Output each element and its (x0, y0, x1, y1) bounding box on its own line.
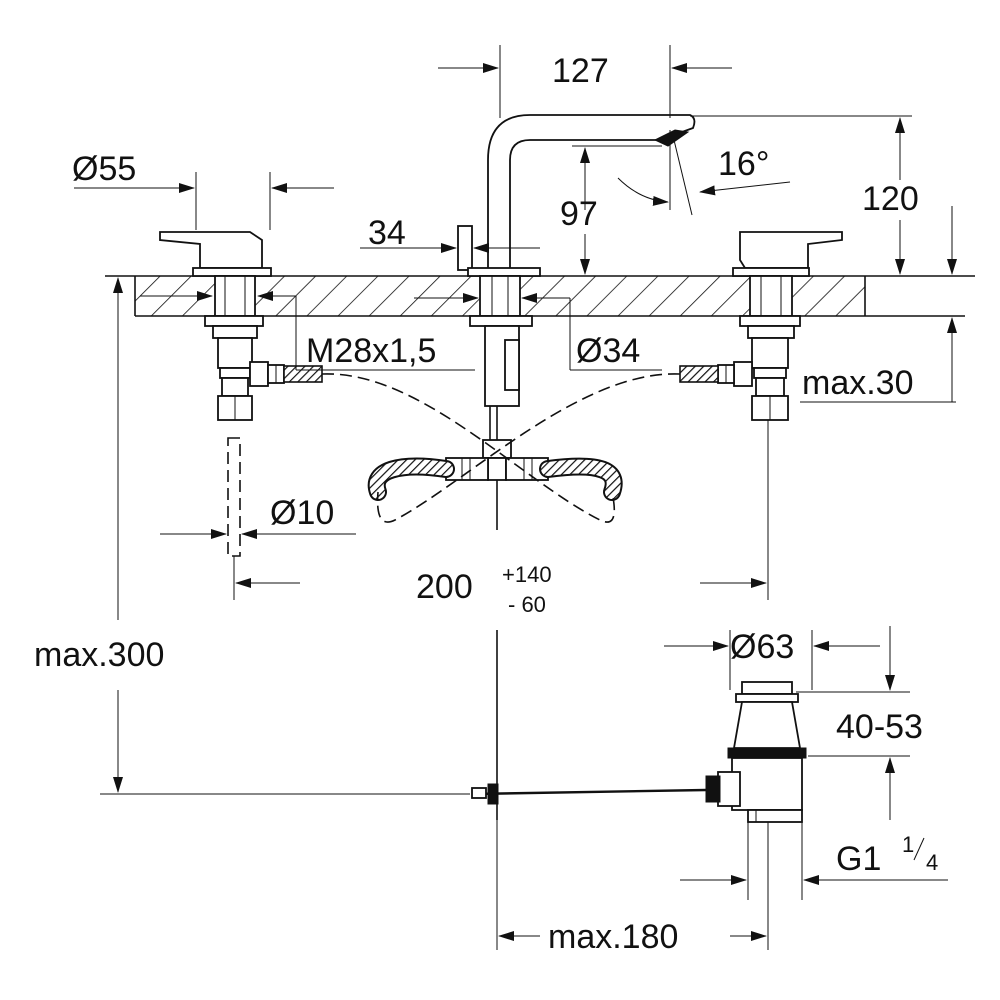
dim-spout-reach: 127 (552, 52, 609, 90)
dim-spread-base: 200 (416, 568, 473, 606)
dim-spout-angle: 16° (718, 145, 769, 183)
dim-drain-thread-num: 1 (902, 832, 914, 857)
spout-assembly (445, 114, 696, 530)
dim-spout-body-diameter: Ø34 (576, 332, 640, 370)
dim-drain-thread-main: G1 (836, 840, 881, 878)
dim-spout-thread: M28x1,5 (306, 332, 436, 370)
braided-hoses (321, 373, 681, 523)
pop-up-drain (471, 630, 807, 823)
dim-spread-plus: +140 (502, 562, 552, 587)
left-valve-assembly (159, 231, 323, 557)
dim-handle-diameter: Ø55 (72, 150, 136, 188)
dim-drain-height-range: 40-53 (836, 708, 923, 746)
dim-total-height: 120 (862, 180, 919, 218)
dim-max-hose-length: max.300 (34, 636, 164, 674)
right-valve-assembly (679, 231, 843, 421)
dimension-lines (74, 45, 965, 950)
dim-hose-diameter: Ø10 (270, 494, 334, 532)
dim-spout-height: 97 (560, 195, 598, 233)
dim-drain-thread-den: 4 (926, 850, 938, 875)
dim-lever-offset: 34 (368, 214, 406, 252)
dim-drain-diameter: Ø63 (730, 628, 794, 666)
dim-max-rod-length: max.180 (548, 918, 678, 956)
dim-spread-minus: - 60 (508, 592, 546, 617)
dim-max-deck-thickness: max.30 (802, 364, 914, 402)
